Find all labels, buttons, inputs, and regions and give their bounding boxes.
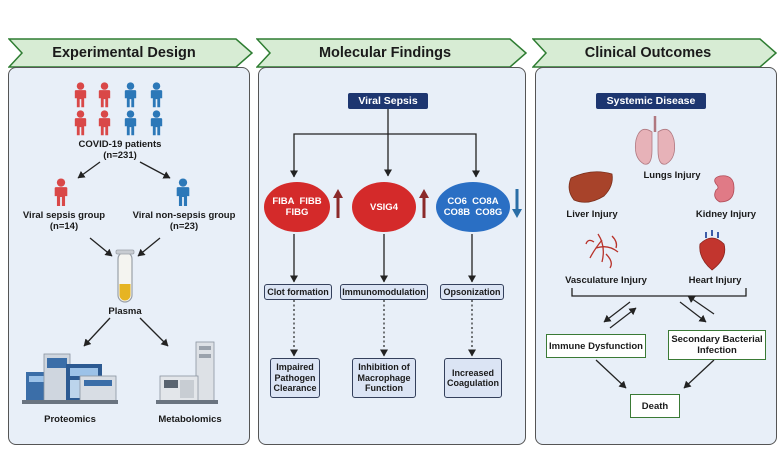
process-immunomodulation: Immunomodulation — [340, 284, 428, 300]
organ-liver-label: Liver Injury — [566, 209, 618, 220]
viral-sepsis-title: Viral Sepsis — [348, 93, 428, 109]
organ-vasculature-label: Vasculature Injury — [565, 275, 647, 286]
secondary-infection-line2: Infection — [697, 345, 737, 356]
oval-vsig4: VSIG4 — [352, 182, 416, 232]
nonsepsis-group-label: Viral non-sepsis group — [132, 210, 236, 221]
oval-complement-line1: CO6 CO8A — [447, 196, 499, 207]
plasma-tube-icon — [115, 249, 135, 303]
outcome-impaired-clearance-line1: Impaired — [276, 362, 314, 373]
sepsis-person-icon — [54, 178, 68, 206]
heart-icon — [699, 230, 726, 271]
organ-lungs-label: Lungs Injury — [643, 170, 701, 181]
kidney-icon — [714, 175, 735, 203]
death-box: Death — [630, 394, 680, 418]
up-arrow-icon — [419, 189, 429, 218]
outcome-macrophage-inhibition-line2: Macrophage — [357, 372, 411, 383]
patient-group-icon — [74, 82, 163, 136]
lc-ms-instrument-icon — [156, 341, 218, 404]
header-clinical-outcomes: Clinical Outcomes — [532, 38, 778, 68]
outcome-increased-coagulation-line1: Increased — [451, 367, 495, 378]
outcome-macrophage-inhibition-line1: Inhibition of — [358, 362, 410, 373]
immune-dysfunction-box: Immune Dysfunction — [546, 334, 646, 358]
lungs-icon — [634, 116, 676, 165]
method-metabolomics-label: Metabolomics — [158, 414, 222, 425]
mass-spectrometer-icon — [22, 353, 118, 404]
oval-fibrinogen-line2: FIBG — [285, 207, 309, 218]
liver-icon — [568, 171, 613, 203]
down-arrow-icon — [512, 189, 522, 218]
oval-fibrinogen-line1: FIBA FIBB — [272, 196, 322, 207]
outcome-increased-coagulation-line2: Coagulation — [447, 378, 499, 388]
up-arrow-icon — [333, 189, 343, 218]
oval-complement-line2: CO8B CO8G — [443, 207, 503, 218]
vasculature-icon — [585, 233, 619, 269]
oval-vsig4-label: VSIG4 — [370, 201, 398, 213]
systemic-disease-title: Systemic Disease — [596, 93, 706, 109]
organ-kidney-label: Kidney Injury — [695, 209, 757, 220]
cohort-count: (n=231) — [103, 150, 137, 161]
header-clinical-outcomes-label: Clinical Outcomes — [584, 45, 712, 61]
outcome-macrophage-inhibition-line3: Function — [364, 383, 403, 394]
header-experimental-design-label: Experimental Design — [52, 45, 196, 61]
nonsepsis-person-icon — [176, 178, 190, 206]
header-molecular-findings-label: Molecular Findings — [318, 45, 452, 61]
sepsis-group-count: (n=14) — [49, 221, 79, 232]
secondary-infection-line1: Secondary Bacterial — [671, 334, 763, 345]
sample-label: Plasma — [108, 306, 142, 317]
process-clot-formation: Clot formation — [264, 284, 332, 300]
organ-heart-label: Heart Injury — [688, 275, 742, 286]
outcome-impaired-clearance-line3: Clearance — [273, 383, 317, 394]
method-proteomics-label: Proteomics — [44, 414, 96, 425]
cohort-label: COVID-19 patients — [78, 139, 162, 150]
outcome-impaired-clearance-line2: Pathogen — [274, 372, 316, 383]
nonsepsis-group-count: (n=23) — [169, 221, 199, 232]
sepsis-group-label: Viral sepsis group — [22, 210, 106, 221]
process-opsonization: Opsonization — [440, 284, 504, 300]
